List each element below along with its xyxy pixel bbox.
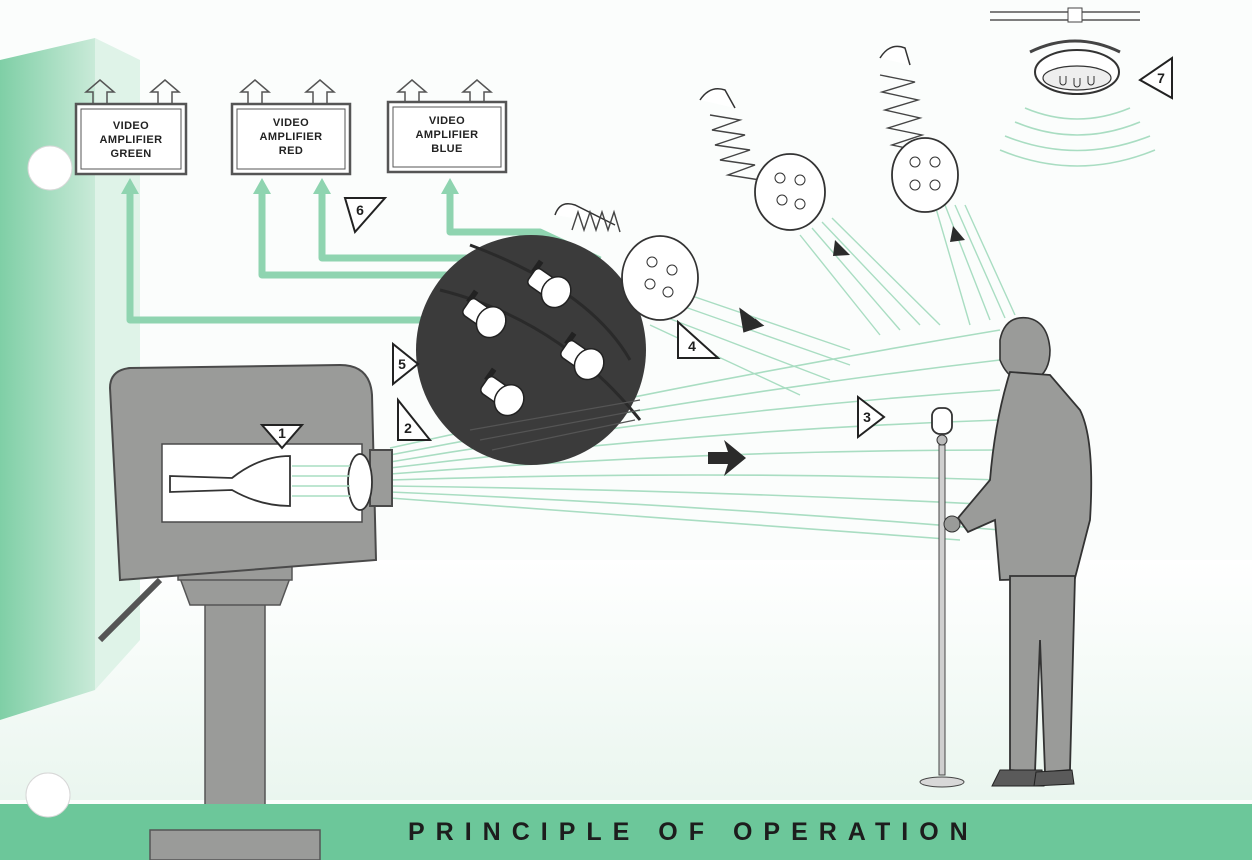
- amplifier-red-line3: RED: [279, 145, 303, 157]
- marker-6-label: 6: [356, 202, 364, 218]
- forward-arrow-icon: [708, 440, 746, 476]
- marker-3: 3: [857, 394, 886, 440]
- output-arrow-icon: [303, 79, 337, 104]
- magnified-tube-circle: [416, 235, 646, 465]
- marker-4: 4: [677, 319, 721, 359]
- output-arrow-icon: [395, 79, 429, 104]
- microphone: [919, 407, 965, 788]
- marker-2-label: 2: [404, 420, 412, 436]
- binder-hole-top: [27, 145, 73, 191]
- pedestal-base: [149, 829, 321, 860]
- footer-title: PRINCIPLE OF OPERATION: [408, 818, 979, 846]
- amplifier-green-line1: VIDEO: [113, 120, 149, 132]
- camera-pickup-tube: [169, 455, 291, 507]
- studio-light: [990, 7, 1156, 167]
- output-arrow-icon: [238, 79, 272, 104]
- marker-2: 2: [397, 397, 433, 441]
- small-arrow-icon: [950, 226, 965, 242]
- speaking-person: [943, 316, 1093, 787]
- marker-6: 6: [343, 197, 388, 235]
- left-green-strip: [0, 38, 95, 720]
- amplifier-blue: VIDEO AMPLIFIER BLUE: [386, 79, 508, 174]
- amplifier-green-line3: GREEN: [110, 148, 151, 160]
- marker-4-label: 4: [688, 338, 696, 354]
- amplifier-blue-line3: BLUE: [431, 143, 463, 155]
- output-arrow-icon: [148, 79, 182, 104]
- marker-5: 5: [392, 341, 420, 387]
- pickup-tube-1: [554, 203, 699, 321]
- marker-7: 7: [1138, 56, 1173, 100]
- amplifier-red-line1: VIDEO: [273, 117, 309, 129]
- direction-arrows: [708, 226, 965, 476]
- amplifier-blue-line2: AMPLIFIER: [416, 129, 479, 141]
- marker-5-label: 5: [398, 356, 406, 372]
- pickup-tube-3: [879, 45, 959, 213]
- amplifier-blue-line1: VIDEO: [429, 115, 465, 127]
- binder-hole-bottom-overlay: [25, 772, 71, 818]
- amplifier-red: VIDEO AMPLIFIER RED: [230, 79, 352, 176]
- marker-1: 1: [259, 424, 305, 450]
- amplifier-red-line2: AMPLIFIER: [260, 131, 323, 143]
- output-arrow-icon: [460, 79, 494, 104]
- tv-camera: [108, 363, 393, 582]
- small-arrow-icon: [739, 307, 765, 333]
- small-arrow-icon: [833, 240, 850, 256]
- camera-pan-handle: [97, 577, 163, 643]
- camera-lens: [347, 453, 373, 511]
- pickup-tube-2: [699, 88, 826, 231]
- output-arrow-icon: [83, 79, 117, 104]
- marker-3-label: 3: [863, 409, 871, 425]
- marker-1-label: 1: [278, 425, 286, 441]
- pickup-tubes-group: [462, 259, 605, 417]
- amplifier-green-line2: AMPLIFIER: [100, 134, 163, 146]
- connector-arrowheads: [121, 178, 459, 194]
- amplifier-green: VIDEO AMPLIFIER GREEN: [74, 79, 188, 176]
- marker-7-label: 7: [1157, 70, 1165, 86]
